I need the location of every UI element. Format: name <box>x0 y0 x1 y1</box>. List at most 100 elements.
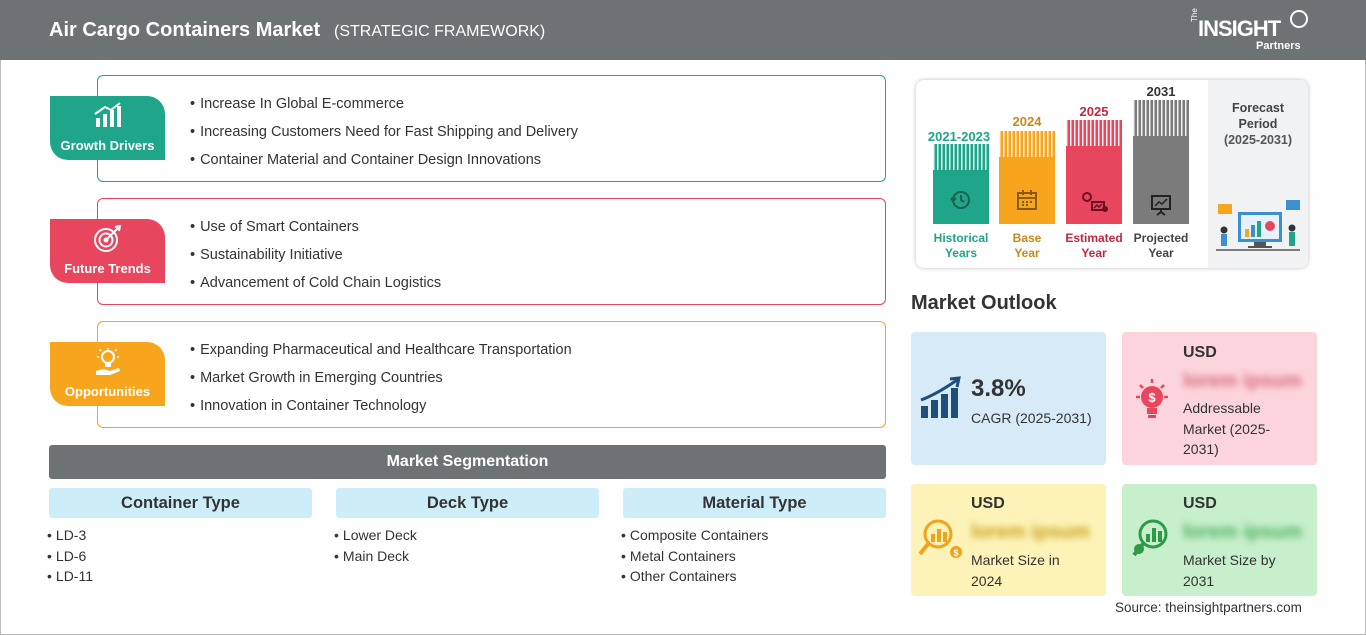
timeline-caption-line2: Year <box>1081 246 1107 260</box>
logo-partners: Partners <box>1256 40 1301 52</box>
size-2031-value: lorem ipsum <box>1183 521 1302 543</box>
bar-chart-growth-icon <box>94 102 121 127</box>
size-2031-label: Market Size by 2031 <box>1183 550 1276 591</box>
timeline-year: 2021-2023 <box>927 129 991 144</box>
cagr-value: 3.8% <box>971 375 1026 402</box>
market-size-2031-box: USD lorem ipsum Market Size by 2031 <box>1122 484 1317 596</box>
forecast-period-panel: Forecast Period (2025-2031) <box>1208 80 1308 268</box>
growth-driver-item: Container Material and Container Design … <box>190 150 578 178</box>
future-trend-item: Use of Smart Containers <box>190 217 441 245</box>
segment-item: LD-11 <box>47 566 312 587</box>
market-segmentation-title: Market Segmentation <box>49 445 886 479</box>
growth-driver-item: Increase In Global E-commerce <box>190 94 578 122</box>
analytics-people-icon <box>1216 200 1300 251</box>
segment-deck-type: Deck Type Lower Deck Main Deck <box>336 488 599 566</box>
svg-text:$: $ <box>1148 390 1156 405</box>
future-trends-card: Use of Smart Containers Sustainability I… <box>97 198 886 305</box>
size-2031-currency: USD <box>1183 495 1217 512</box>
future-trends-label: Future Trends <box>64 261 151 276</box>
growth-driver-item: Increasing Customers Need for Fast Shipp… <box>190 122 578 150</box>
timeline-caption: Base Year <box>992 231 1062 261</box>
segment-item: LD-3 <box>47 525 312 546</box>
growth-drivers-label: Growth Drivers <box>60 138 155 153</box>
magnifier-chart-icon: $ <box>918 519 962 558</box>
forecast-label-line1: Forecast <box>1231 101 1285 115</box>
segment-item: LD-6 <box>47 546 312 567</box>
segment-heading: Container Type <box>49 488 312 518</box>
timeline-year: 2025 <box>1079 104 1109 119</box>
size-2031-label-line2: 2031 <box>1183 572 1215 589</box>
addressable-label-line1: Addressable <box>1183 400 1261 416</box>
presentation-icon <box>1151 195 1171 216</box>
addressable-market-box: USD lorem ipsum $ Addressable Market (20… <box>1122 332 1317 465</box>
timeline-caption-line1: Projected <box>1133 231 1189 245</box>
forecast-years: (2025-2031) <box>1223 133 1293 147</box>
market-size-2024-box: USD lorem ipsum $ Market Size in 2024 <box>911 484 1106 596</box>
forecast-label-line2: Period <box>1238 117 1278 131</box>
addressable-value: lorem ipsum <box>1183 370 1302 392</box>
opportunity-item: Innovation in Container Technology <box>190 396 572 424</box>
size-2024-value: lorem ipsum <box>971 521 1090 543</box>
forecast-label: Forecast Period <box>1208 100 1308 132</box>
cagr-box: 3.8% CAGR (2025-2031) <box>911 332 1106 465</box>
size-2024-label: Market Size in 2024 <box>971 550 1060 591</box>
future-trends-badge: Future Trends <box>50 219 165 283</box>
addressable-label: Addressable Market (2025- 2031) <box>1183 398 1270 460</box>
header-bar: Air Cargo Containers Market (STRATEGIC F… <box>0 0 1366 60</box>
growth-drivers-card: Increase In Global E-commerce Increasing… <box>97 75 886 182</box>
timeline-caption-line2: Year <box>1014 246 1040 260</box>
addressable-label-line3: 2031) <box>1183 441 1219 457</box>
insight-partners-logo[interactable]: The INSIGHT Partners <box>1190 8 1310 54</box>
timeline-year: 2031 <box>1146 84 1176 99</box>
lightbulb-dollar-icon: $ <box>1136 379 1168 418</box>
gears-chart-icon <box>1082 192 1108 212</box>
segment-heading: Material Type <box>623 488 886 518</box>
history-icon <box>950 191 970 209</box>
logo-insight: INSIGHT <box>1198 16 1281 41</box>
segment-item: Other Containers <box>621 566 886 587</box>
target-icon <box>94 225 122 252</box>
size-2031-label-line1: Market Size by <box>1183 552 1276 568</box>
segment-item: Metal Containers <box>621 546 886 567</box>
svg-text:$: $ <box>953 548 958 558</box>
size-2024-label-line1: Market Size in <box>971 552 1060 568</box>
segment-heading: Deck Type <box>336 488 599 518</box>
opportunities-card: Expanding Pharmaceutical and Healthcare … <box>97 321 886 428</box>
opportunity-item: Market Growth in Emerging Countries <box>190 368 572 396</box>
segment-material-type: Material Type Composite Containers Metal… <box>623 488 886 587</box>
future-trend-item: Advancement of Cold Chain Logistics <box>190 273 441 301</box>
timeline-bar <box>999 131 1055 224</box>
addressable-label-line2: Market (2025- <box>1183 420 1271 437</box>
timeline-panel: Forecast Period (2025-2031) 2021-2023 <box>916 80 1308 268</box>
segment-container-type: Container Type LD-3 LD-6 LD-11 <box>49 488 312 587</box>
timeline-bar <box>1066 120 1122 224</box>
magnifier-chart-icon <box>1132 519 1168 557</box>
timeline-caption-line2: Year <box>1148 246 1174 260</box>
addressable-currency: USD <box>1183 344 1217 361</box>
timeline-bar <box>1133 100 1189 224</box>
size-2024-currency: USD <box>971 495 1005 512</box>
cagr-label: CAGR (2025-2031) <box>971 410 1092 426</box>
segment-item: Lower Deck <box>334 525 599 546</box>
opportunities-badge: Opportunities <box>50 342 165 406</box>
timeline-caption-line1: Base <box>1012 231 1042 245</box>
lightbulb-hand-icon <box>96 348 120 375</box>
timeline-caption-line1: Historical <box>933 231 989 245</box>
timeline-caption: Historical Years <box>926 231 996 261</box>
growth-drivers-badge: Growth Drivers <box>50 96 165 160</box>
source-citation: Source: theinsightpartners.com <box>1115 600 1302 615</box>
timeline-caption: Projected Year <box>1126 231 1196 261</box>
page-title: Air Cargo Containers Market <box>49 19 321 41</box>
timeline-caption-line1: Estimated <box>1065 231 1123 245</box>
size-2024-label-line2: 2024 <box>971 572 1003 589</box>
segment-item: Composite Containers <box>621 525 886 546</box>
future-trend-item: Sustainability Initiative <box>190 245 441 273</box>
opportunity-item: Expanding Pharmaceutical and Healthcare … <box>190 340 572 368</box>
timeline-caption: Estimated Year <box>1059 231 1129 261</box>
growth-chart-icon <box>920 376 961 418</box>
page-subtitle: (STRATEGIC FRAMEWORK) <box>334 23 546 40</box>
timeline-bar <box>933 144 989 224</box>
logo-ring-icon <box>1290 10 1308 28</box>
segment-item: Main Deck <box>334 546 599 567</box>
calendar-icon <box>1017 190 1037 210</box>
